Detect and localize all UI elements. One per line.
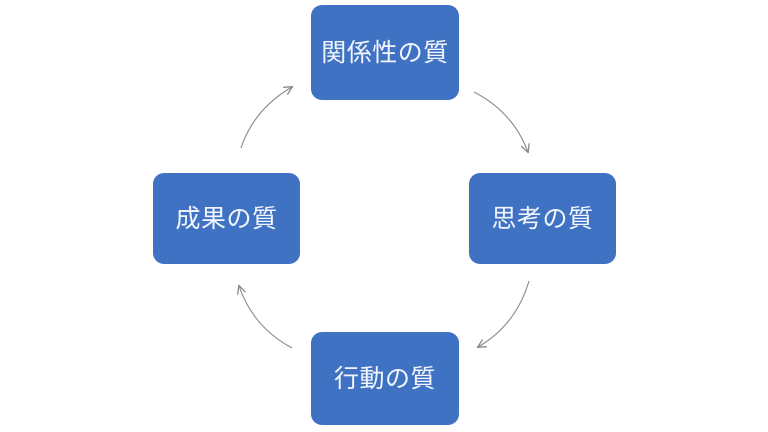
node-action-quality-label: 行動の質 bbox=[333, 364, 436, 393]
node-relationship-quality[interactable]: 関係性の質 bbox=[311, 5, 459, 100]
node-outcome-quality-label: 成果の質 bbox=[175, 204, 278, 233]
node-thinking-quality[interactable]: 思考の質 bbox=[469, 173, 616, 264]
node-relationship-quality-label: 関係性の質 bbox=[321, 38, 449, 67]
arrow-outcome-to-relationship bbox=[240, 85, 294, 149]
node-thinking-quality-label: 思考の質 bbox=[491, 204, 594, 233]
arrow-relationship-to-thinking bbox=[473, 91, 530, 154]
arrow-thinking-to-action bbox=[476, 280, 530, 349]
node-action-quality[interactable]: 行動の質 bbox=[311, 332, 459, 425]
node-outcome-quality[interactable]: 成果の質 bbox=[153, 173, 300, 264]
arrow-action-to-outcome bbox=[237, 284, 293, 349]
